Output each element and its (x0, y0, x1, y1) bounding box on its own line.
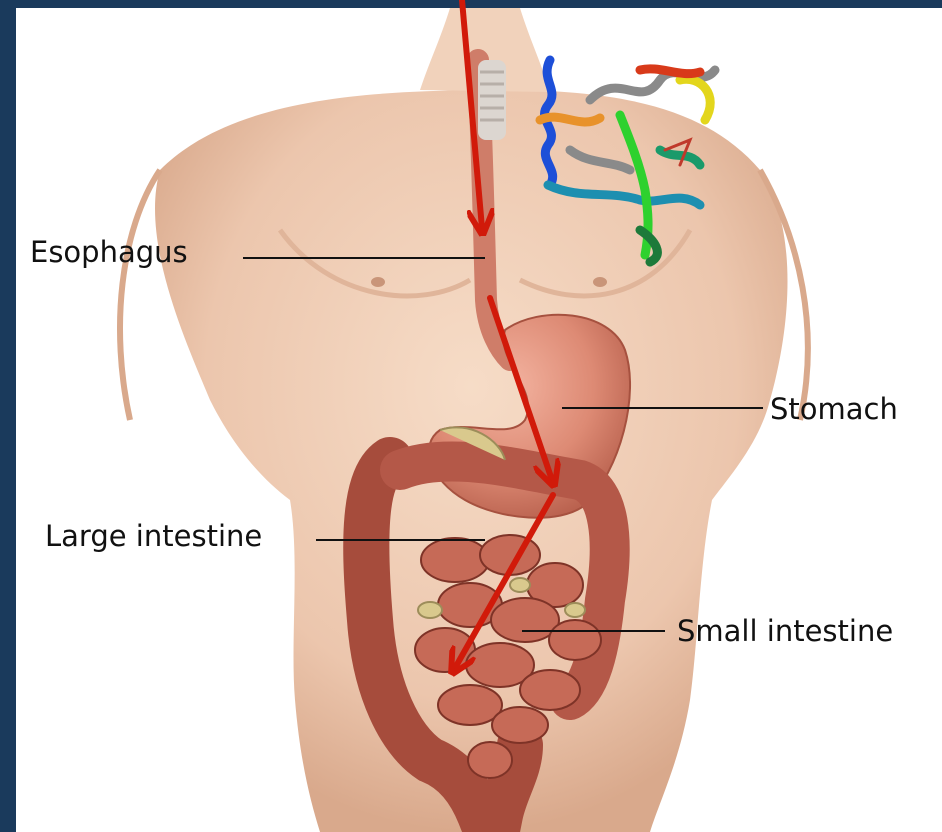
esophagus-label: Esophagus (30, 238, 188, 267)
small-intestine-label: Small intestine (677, 617, 893, 646)
large-intestine-label: Large intestine (45, 522, 262, 551)
stomach-label: Stomach (770, 395, 898, 424)
